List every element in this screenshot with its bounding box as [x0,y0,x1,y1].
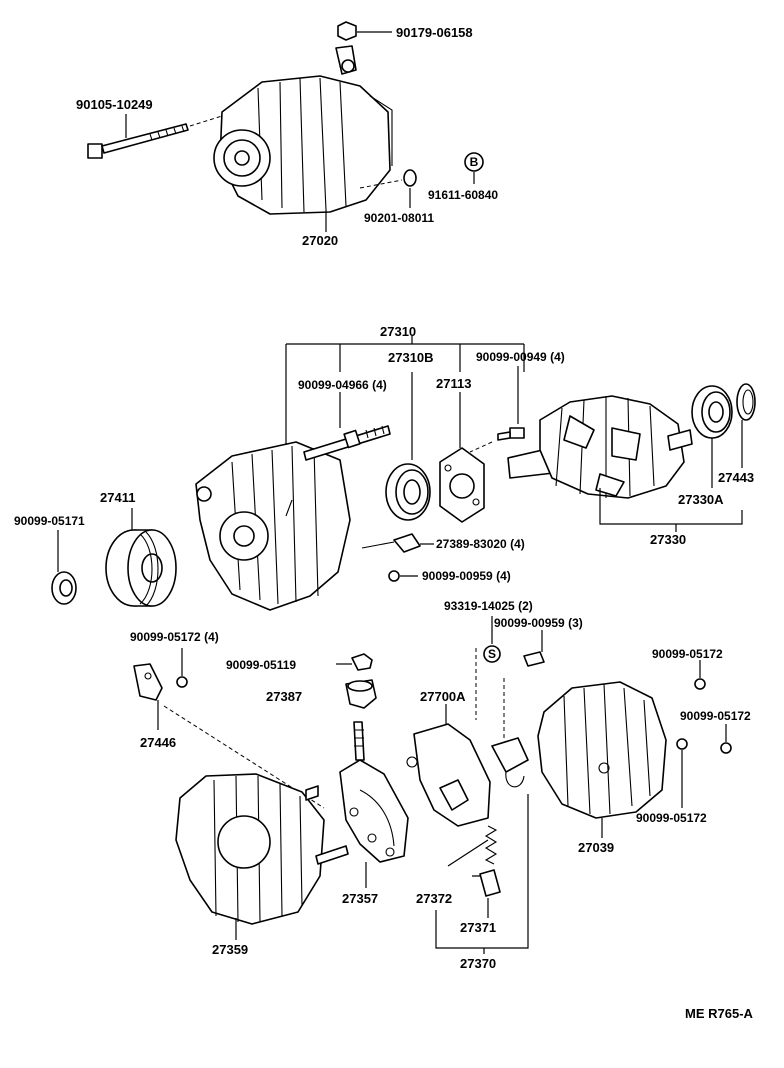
bearing-27310B [385,463,431,521]
label-90099-05119: 90099-05119 [226,658,296,672]
label-27330: 27330 [650,532,686,547]
bearing-27330A [691,385,733,488]
label-27371: 27371 [460,920,496,935]
bracket-27370 [435,794,529,954]
rear-end-frame-27359 [175,773,349,940]
label-27700A: 27700A [420,689,466,704]
pulley-27411 [105,508,177,607]
screw-90099-00959-3 [523,630,545,667]
label-27310: 27310 [380,324,416,339]
label-27113: 27113 [436,376,471,391]
cap-27387 [345,679,377,709]
label-27020: 27020 [302,233,338,248]
label-90099-05172-4: 90099-05172 (4) [130,630,219,644]
label-27357: 27357 [342,891,378,906]
label-90179-06158: 90179-06158 [396,25,473,40]
label-91611-60840: 91611-60840 [428,188,498,202]
label-93319-14025: 93319-14025 (2) [444,599,533,613]
insulator-27389-83020 [361,533,434,553]
alternator-assembly [213,45,393,215]
label-90099-05172-b: 90099-05172 [680,709,751,723]
label-27443: 27443 [718,470,754,485]
label-90099-05171: 90099-05171 [14,514,85,528]
label-90099-05172-a: 90099-05172 [652,647,723,661]
rotor-27330 [507,395,693,499]
brush-holder [491,678,529,788]
regulator-27700A [406,648,491,827]
label-27387: 27387 [266,689,302,704]
screw-90099-00949 [469,427,525,453]
b-symbol: B [470,155,479,169]
nut-90099-05172-right-c [676,738,688,808]
label-90099-04966: 90099-04966 (4) [298,378,387,392]
screw-90099-00959-4 [388,570,418,582]
label-27372: 27372 [416,891,452,906]
label-90099-00949: 90099-00949 (4) [476,350,565,364]
rectifier-27357 [339,721,409,888]
reference-code: ME R765-A [685,1006,754,1021]
nut-90099-05172-4 [176,648,188,688]
label-27359: 27359 [212,942,248,957]
nut-90179-06158 [337,21,392,41]
retainer-27113 [439,447,485,523]
label-27389-83020: 27389-83020 (4) [436,537,525,551]
drive-end-frame [195,441,351,611]
label-90099-00959-4: 90099-00959 (4) [422,569,511,583]
b-marker-91611-60840: B [464,152,484,184]
bracket-27446 [133,663,325,809]
label-27411: 27411 [100,490,135,505]
nut-90099-05172-right-b [720,724,732,754]
rear-cover-27039 [537,681,667,838]
s-marker-93319-14025: S [483,616,501,663]
label-27039: 27039 [578,840,614,855]
label-90099-05172-c: 90099-05172 [636,811,707,825]
label-27310B: 27310B [388,350,434,365]
label-27370: 27370 [460,956,496,971]
washer-90201-08011 [359,169,417,208]
label-90099-00959-3: 90099-00959 (3) [494,616,583,630]
nut-90099-05171 [51,530,77,605]
label-27446: 27446 [140,735,176,750]
s-symbol: S [488,647,496,661]
nut-90099-05119 [336,653,373,671]
bracket-27330 [599,488,743,532]
stud-90099-04966 [303,425,391,461]
cover-27443 [736,383,756,468]
bracket-27310 [285,336,525,460]
label-27330A: 27330A [678,492,724,507]
spring-27372 [447,825,498,877]
label-90201-08011: 90201-08011 [364,211,434,225]
brush-27371 [479,869,501,918]
label-90105-10249: 90105-10249 [76,97,153,112]
bolt-90105-10249 [87,114,223,159]
nut-90099-05172-right-a [694,660,706,690]
